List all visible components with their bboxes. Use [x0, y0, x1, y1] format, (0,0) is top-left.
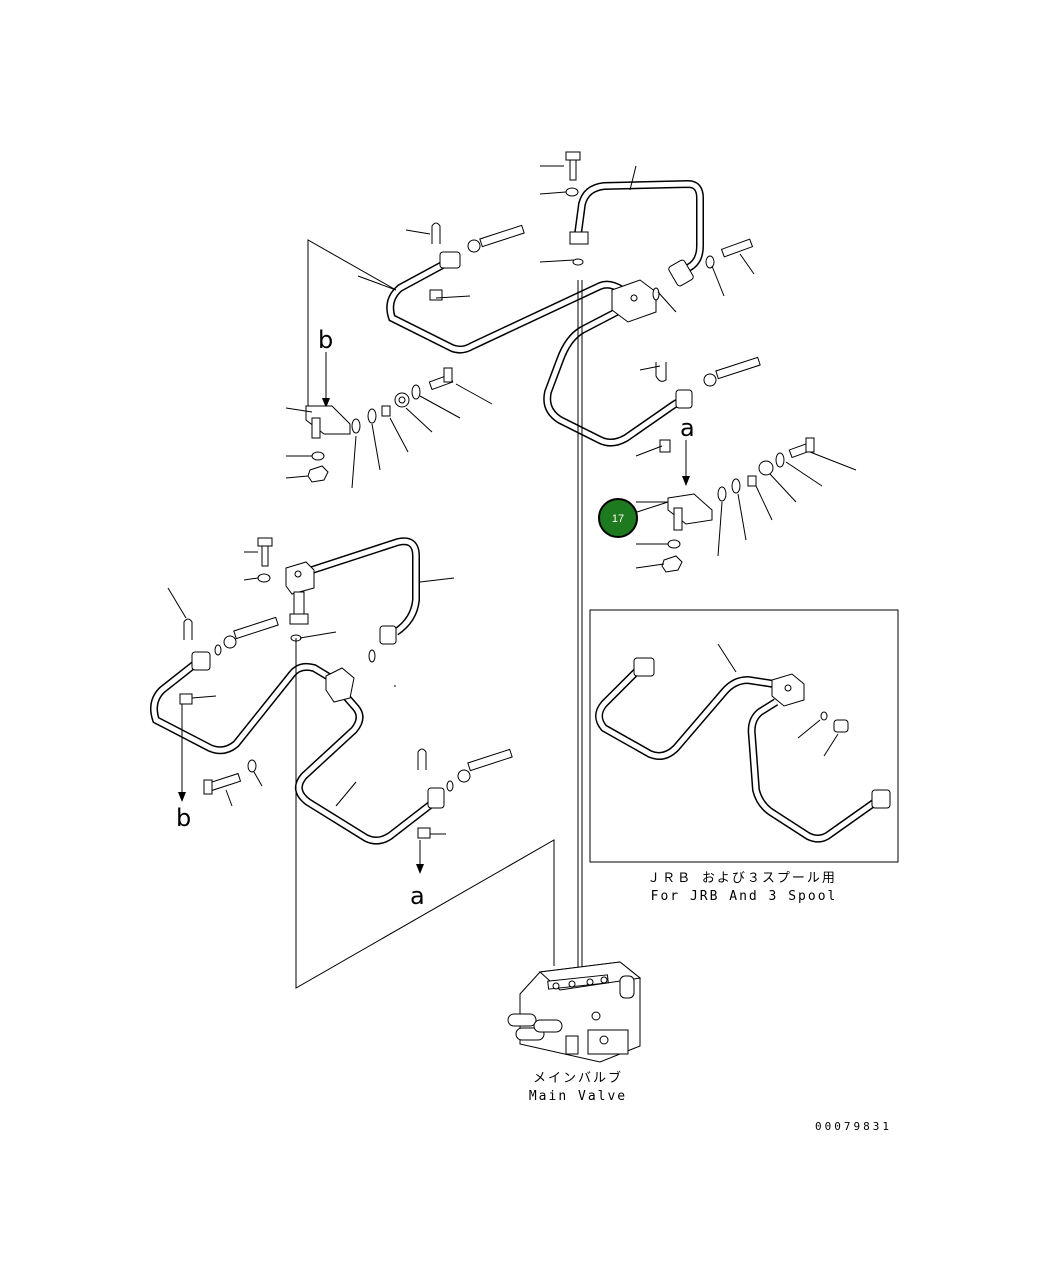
callout-17[interactable]: 17	[598, 498, 638, 538]
inset-caption-jp: ＪＲＢ および３スプール用	[647, 871, 837, 886]
clip-icon	[429, 289, 443, 301]
bolt-icon	[428, 367, 454, 391]
hose-fitting-icon	[703, 356, 761, 387]
washer-icon	[257, 573, 271, 583]
oring-icon	[214, 644, 222, 656]
oring-icon	[368, 649, 376, 663]
hose-fitting-icon	[467, 224, 525, 253]
connector-block-bottom	[289, 613, 309, 625]
frame-line-bottom	[295, 638, 555, 989]
oring-icon	[446, 780, 454, 792]
nut-icon	[758, 460, 774, 476]
oring-icon	[652, 287, 660, 301]
nut-icon	[661, 555, 683, 573]
inset-caption-en: For JRB And 3 Spool	[651, 889, 838, 904]
view-marker-b-bottom: b	[176, 804, 191, 832]
washer-icon	[667, 539, 681, 549]
washer-icon	[311, 451, 325, 461]
connector-block-top	[285, 561, 315, 595]
flange-right-middle	[379, 625, 397, 645]
view-marker-b-top: b	[318, 326, 333, 354]
washer-icon	[565, 187, 579, 197]
plug-icon	[833, 719, 849, 733]
main-valve: メインバルブ Main Valve	[507, 961, 642, 1104]
spacer-icon	[747, 475, 757, 487]
washer-icon	[367, 408, 377, 424]
washer-icon	[731, 478, 741, 494]
inset-jrb-3-spool: ＪＲＢ および３スプール用 For JRB And 3 Spool	[589, 609, 899, 904]
inset-flange-right	[871, 789, 891, 809]
bolt-icon	[720, 238, 754, 258]
flange-left-middle	[191, 651, 211, 671]
middle-pipe-assembly: b a	[150, 537, 513, 910]
oring-icon	[572, 258, 584, 266]
washer-icon	[775, 452, 785, 468]
hose-fitting-icon	[457, 748, 513, 783]
bracket-a-group: a	[635, 356, 857, 573]
washer-icon	[351, 418, 361, 434]
washer-icon	[411, 384, 421, 400]
spacer-icon	[381, 405, 391, 417]
bolt-icon	[257, 537, 273, 567]
top-pipe-assembly	[357, 151, 755, 447]
bracket-b-group: b	[285, 326, 493, 489]
washer-icon	[717, 486, 727, 502]
drawing-code: 00079831	[815, 1120, 892, 1133]
callout-17-label[interactable]: 17	[612, 513, 624, 525]
view-marker-a-bottom: a	[410, 882, 425, 910]
frame-line-top	[307, 239, 397, 406]
callout-17-circle[interactable]	[598, 498, 638, 538]
hose-fitting-icon	[223, 616, 279, 649]
clamp-block-top	[569, 231, 589, 245]
flange-left-top	[439, 251, 461, 269]
washer-icon	[705, 255, 715, 269]
inset-frame	[589, 609, 899, 863]
bolt-icon	[203, 772, 242, 795]
inset-flange-left	[633, 657, 655, 677]
main-valve-label-en: Main Valve	[529, 1089, 627, 1104]
clip-icon	[417, 827, 431, 839]
flange-right-top	[668, 259, 694, 287]
view-marker-a-top: a	[680, 414, 695, 442]
main-valve-label-jp: メインバルブ	[533, 1070, 623, 1086]
nut-icon	[307, 465, 329, 483]
bolt-icon	[565, 151, 581, 181]
washer-icon	[247, 759, 257, 773]
bolt-icon	[788, 437, 815, 459]
oring-icon	[820, 711, 828, 721]
flange-lower-loop	[675, 389, 693, 409]
clip-icon	[179, 693, 193, 705]
u-bolt-icon	[659, 439, 671, 453]
u-bolt-icon	[431, 222, 441, 244]
u-bolt-icon	[417, 748, 427, 770]
u-bolt-icon	[183, 618, 193, 640]
junction-block-middle	[325, 667, 355, 703]
flange-lower-middle	[427, 787, 445, 809]
